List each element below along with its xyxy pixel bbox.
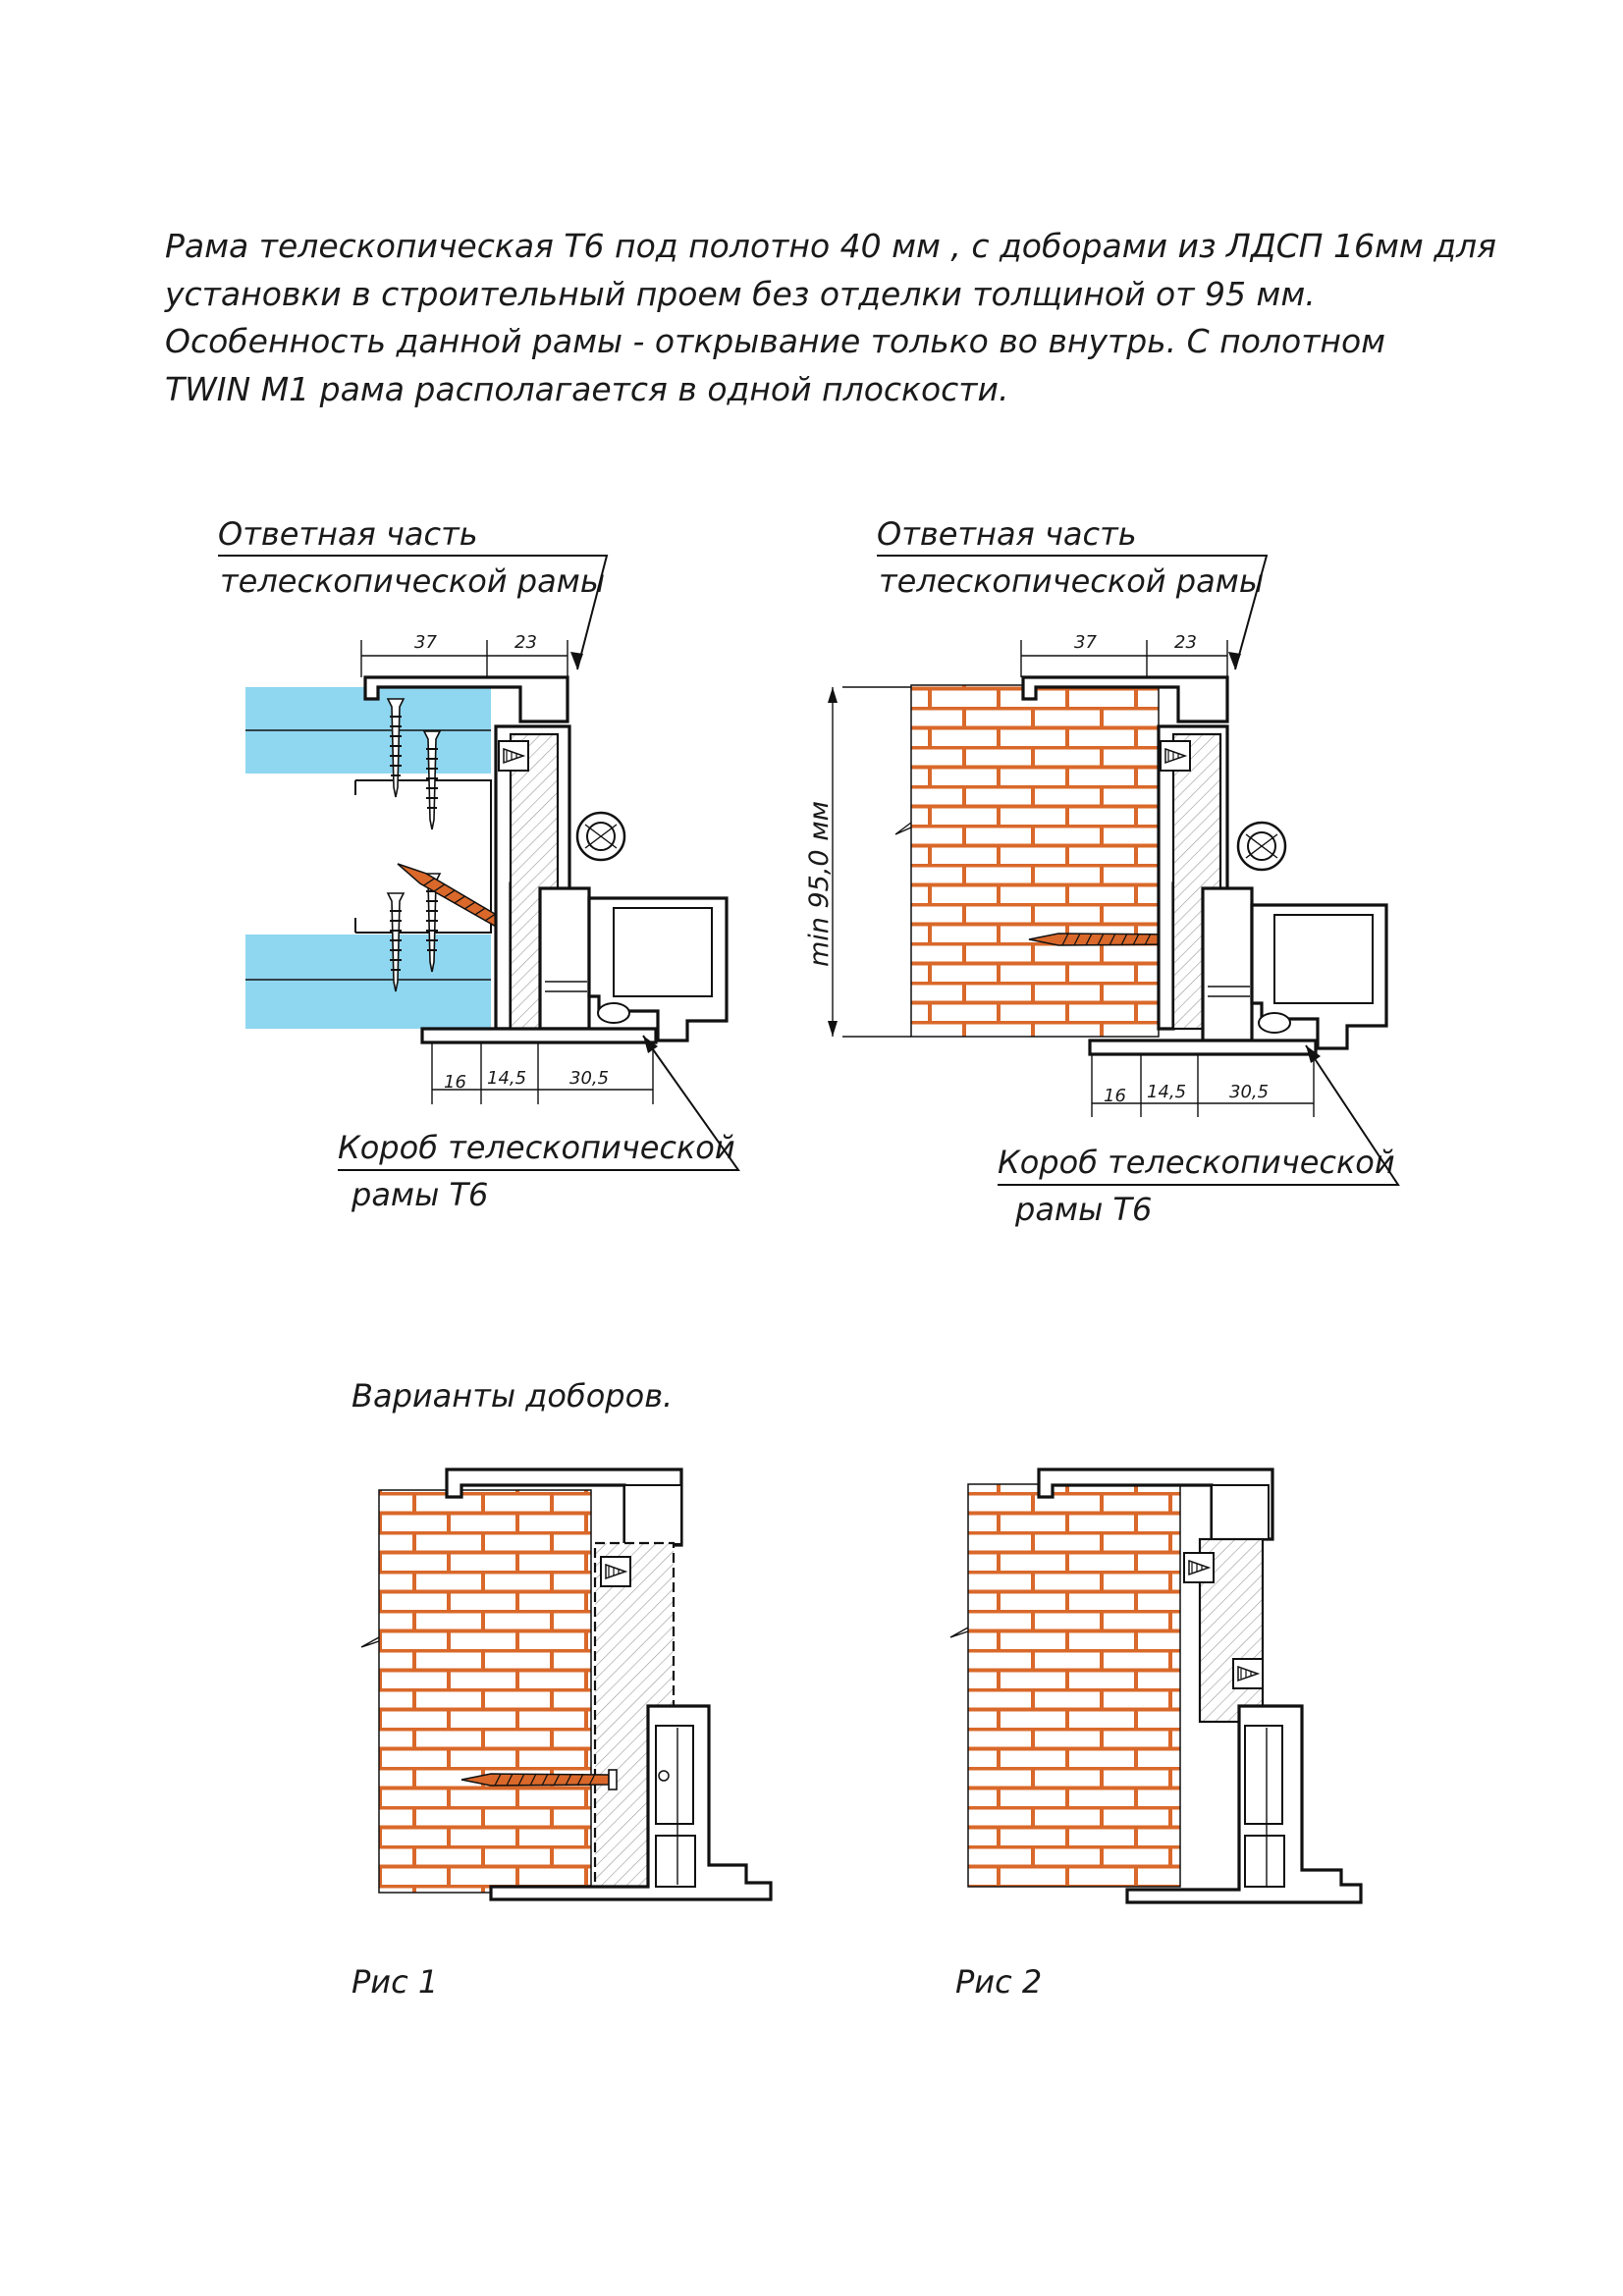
variants-heading: Варианты доборов. <box>352 1377 673 1415</box>
leader-mating-part <box>218 555 609 670</box>
intro-text: Рама телескопическая Т6 под полотно 40 м… <box>164 227 1496 408</box>
dimension-line-top <box>360 640 568 677</box>
label-mating-part-line-2: телескопической рамы <box>879 562 1264 600</box>
dim-bottom-14-5: 14,5 <box>1147 1082 1186 1102</box>
brick-wall <box>378 1489 592 1894</box>
intro-line-3: Особенность данной рамы - открывание тол… <box>165 322 1385 360</box>
seal <box>1258 1012 1291 1034</box>
brick-wall <box>967 1483 1181 1888</box>
label-mating-part-line-2: телескопической рамы <box>220 562 605 600</box>
drywall-panel-bottom <box>245 934 491 1029</box>
frame-base-profile <box>420 1027 658 1044</box>
variant-figure-1: Рис 1 <box>352 1468 773 2001</box>
mating-part-profile <box>1021 675 1229 723</box>
dim-bottom-30-5: 30,5 <box>1229 1082 1269 1102</box>
dimension-line-bottom <box>1091 1054 1315 1117</box>
label-mating-part-line-1: Ответная часть <box>877 515 1137 553</box>
intro-line-1: Рама телескопическая Т6 под полотно 40 м… <box>165 227 1496 265</box>
wall-plug <box>1160 740 1191 772</box>
brick-wall <box>910 684 1160 1038</box>
frame-base-profile <box>1088 1039 1318 1056</box>
dim-top-37: 37 <box>414 632 437 653</box>
wall-plug <box>1232 1658 1264 1689</box>
frame-box-profile <box>489 1704 773 1901</box>
dimension-line-bottom <box>431 1042 654 1104</box>
mating-part-profile <box>363 675 569 723</box>
dim-bottom-16: 16 <box>1104 1086 1126 1106</box>
dimension-line-top <box>1020 640 1228 677</box>
label-frame-box-line-1: Короб телескопической <box>998 1144 1395 1181</box>
dim-top-23: 23 <box>514 632 537 653</box>
variant-figure-2: Рис 2 <box>949 1468 1363 2001</box>
section-drawing-brick: Ответная часть телескопической рамы 37 2… <box>804 515 1400 1228</box>
dimension-wall-thickness <box>832 686 911 1038</box>
dim-bottom-14-5: 14,5 <box>487 1068 526 1089</box>
frame-box-profile <box>538 886 591 1031</box>
leader-frame-box <box>338 1035 740 1171</box>
seal <box>597 1002 630 1024</box>
intro-line-2: установки в строительный проем без отдел… <box>164 275 1316 313</box>
dim-top-23: 23 <box>1174 632 1197 653</box>
label-mating-part-line-1: Ответная часть <box>218 515 478 553</box>
dim-bottom-30-5: 30,5 <box>569 1068 609 1089</box>
label-frame-box-line-2: рамы Т6 <box>351 1176 488 1213</box>
wall-plug <box>498 740 529 772</box>
intro-line-4: TWIN M1 рама располагается в одной плоск… <box>165 370 1008 408</box>
leader-mating-part <box>877 555 1269 670</box>
label-frame-box-line-2: рамы Т6 <box>1014 1191 1152 1228</box>
dim-min-wall: min 95,0 мм <box>804 801 835 967</box>
leader-frame-box <box>998 1044 1400 1186</box>
metal-stud <box>355 779 492 934</box>
figure-1-caption: Рис 1 <box>352 1963 438 2001</box>
section-drawing-drywall: Ответная часть телескопической рамы 37 2… <box>218 515 740 1213</box>
dim-top-37: 37 <box>1074 632 1097 653</box>
label-frame-box-line-1: Короб телескопической <box>338 1129 735 1166</box>
frame-box-profile <box>1201 886 1254 1042</box>
dim-bottom-16: 16 <box>444 1072 466 1093</box>
wall-plug <box>600 1556 631 1587</box>
wall-plug <box>1183 1552 1215 1583</box>
figure-2-caption: Рис 2 <box>955 1963 1042 2001</box>
